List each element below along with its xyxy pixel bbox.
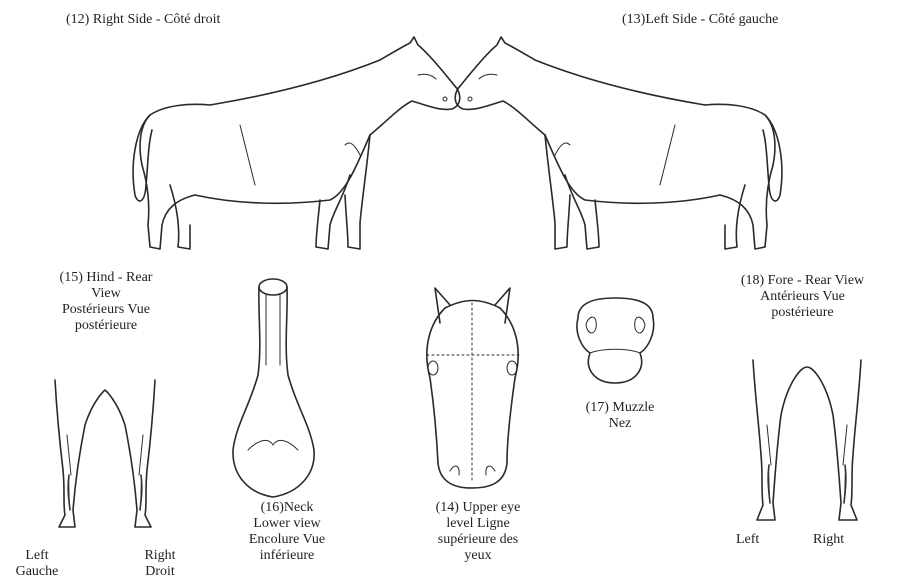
horse-right-side-drawing bbox=[120, 35, 470, 265]
head-front-view-drawing bbox=[415, 283, 530, 493]
fore-right-label: Right bbox=[813, 532, 844, 548]
hind-left-label: Left Gauche bbox=[12, 548, 62, 580]
muzzle-label: (17) Muzzle Nez bbox=[565, 400, 675, 432]
horse-left-side-drawing bbox=[445, 35, 795, 265]
left-side-label: (13)Left Side - Côté gauche bbox=[622, 12, 778, 28]
upper-eye-label: (14) Upper eye level Ligne supérieure de… bbox=[408, 500, 548, 564]
muzzle-drawing bbox=[568, 293, 663, 388]
fore-rear-view-label: (18) Fore - Rear View Antérieurs Vue pos… bbox=[720, 273, 885, 321]
hind-rear-view-label: (15) Hind - Rear View Postérieurs Vue po… bbox=[36, 270, 176, 334]
hind-legs-rear-drawing bbox=[45, 375, 165, 540]
fore-legs-rear-drawing bbox=[745, 355, 870, 527]
hind-right-label: Right Droit bbox=[135, 548, 185, 580]
right-side-label: (12) Right Side - Côté droit bbox=[66, 12, 220, 28]
fore-left-label: Left bbox=[736, 532, 759, 548]
neck-label: (16)Neck Lower view Encolure Vue inférie… bbox=[222, 500, 352, 564]
neck-lower-view-drawing bbox=[228, 275, 323, 500]
